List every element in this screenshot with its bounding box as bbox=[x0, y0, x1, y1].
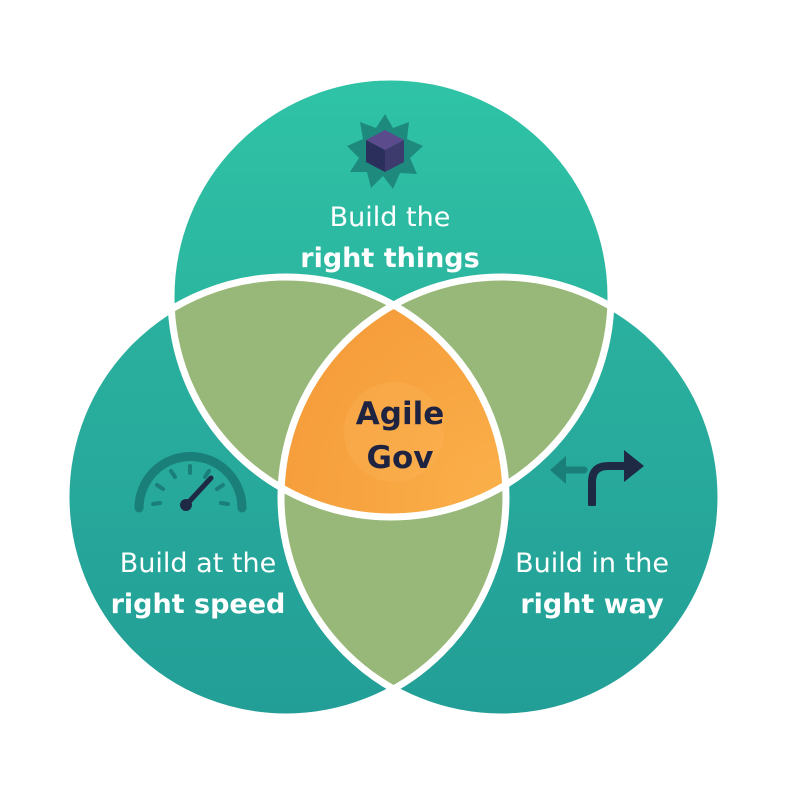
label-top-line1: Build the bbox=[329, 202, 451, 233]
label-top-line2: right things bbox=[300, 243, 480, 274]
cube-icon bbox=[347, 114, 423, 189]
label-top-circle: Build the right things bbox=[230, 197, 550, 279]
outline-left bbox=[62, 273, 510, 721]
center-glow bbox=[344, 382, 444, 482]
label-left-line2: right speed bbox=[110, 589, 286, 620]
label-left-circle: Build at the right speed bbox=[38, 543, 358, 625]
label-right-line2: right way bbox=[520, 589, 664, 620]
center-label: Agile Gov bbox=[325, 392, 475, 480]
label-right-line1: Build in the bbox=[515, 548, 669, 579]
speedometer-icon bbox=[134, 452, 247, 513]
outline-top bbox=[167, 73, 615, 521]
label-right-circle: Build in the right way bbox=[432, 543, 752, 625]
center-label-line1: Agile bbox=[355, 396, 445, 432]
center-label-line2: Gov bbox=[366, 440, 434, 476]
outline-right bbox=[277, 273, 725, 721]
label-left-line1: Build at the bbox=[119, 548, 277, 579]
turn-arrow-icon bbox=[550, 450, 644, 506]
